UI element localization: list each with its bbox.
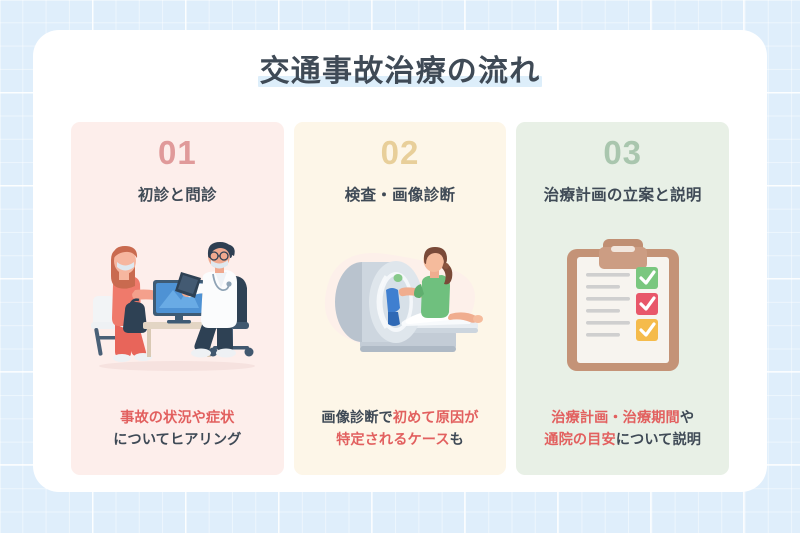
step-card-03[interactable]: 03 治療計画の立案と説明 — [516, 122, 730, 475]
caption-line-1: 事故の状況や症状 — [120, 410, 235, 426]
mri-scanner-illustration — [294, 205, 507, 407]
clipboard-line — [585, 333, 620, 337]
caption-line-2: 通院の目安について説明 — [544, 432, 702, 448]
caption-line-2: についてヒアリング — [113, 432, 242, 448]
page-title-text: 交通事故治療の流れ — [259, 55, 541, 88]
clipboard-line — [585, 273, 630, 277]
page-title: 交通事故治療の流れ — [33, 55, 767, 90]
clipboard-line — [585, 297, 630, 301]
step-heading-01: 初診と問診 — [137, 187, 217, 204]
checkbox-red — [635, 293, 658, 315]
clipboard-line — [585, 309, 620, 313]
checkbox-green — [635, 267, 658, 289]
title-highlight-bar — [257, 75, 543, 87]
title-inner: 交通事故治療の流れ — [257, 55, 543, 90]
step-heading-02: 検査・画像診断 — [344, 187, 456, 204]
white-content-sheet: 交通事故治療の流れ 01 初診と問診 — [33, 30, 767, 492]
step-card-01[interactable]: 01 初診と問診 — [71, 122, 284, 475]
clipboard-checklist-illustration — [516, 205, 729, 407]
step-caption-01: 事故の状況や症状 についてヒアリング — [71, 407, 284, 475]
caption-line-1: 治療計画・治療期間や — [551, 410, 695, 426]
step-cards-row: 01 初診と問診 — [71, 122, 730, 475]
step-heading-03: 治療計画の立案と説明 — [543, 187, 702, 204]
step-number-03: 03 — [603, 134, 643, 171]
clipboard-line — [585, 321, 630, 325]
step-caption-03: 治療計画・治療期間や 通院の目安について説明 — [516, 407, 729, 475]
checkbox-yellow — [635, 319, 658, 341]
step-caption-02: 画像診断で初めて原因が 特定されるケースも — [294, 407, 507, 475]
caption-line-1: 画像診断で初めて原因が — [321, 410, 479, 426]
step-card-02[interactable]: 02 検査・画像診断 — [293, 122, 507, 475]
step-number-01: 01 — [157, 134, 197, 171]
consultation-illustration — [71, 205, 284, 407]
clipboard-line — [585, 285, 620, 289]
step-number-02: 02 — [380, 134, 420, 171]
caption-line-2: 特定されるケースも — [336, 432, 464, 448]
